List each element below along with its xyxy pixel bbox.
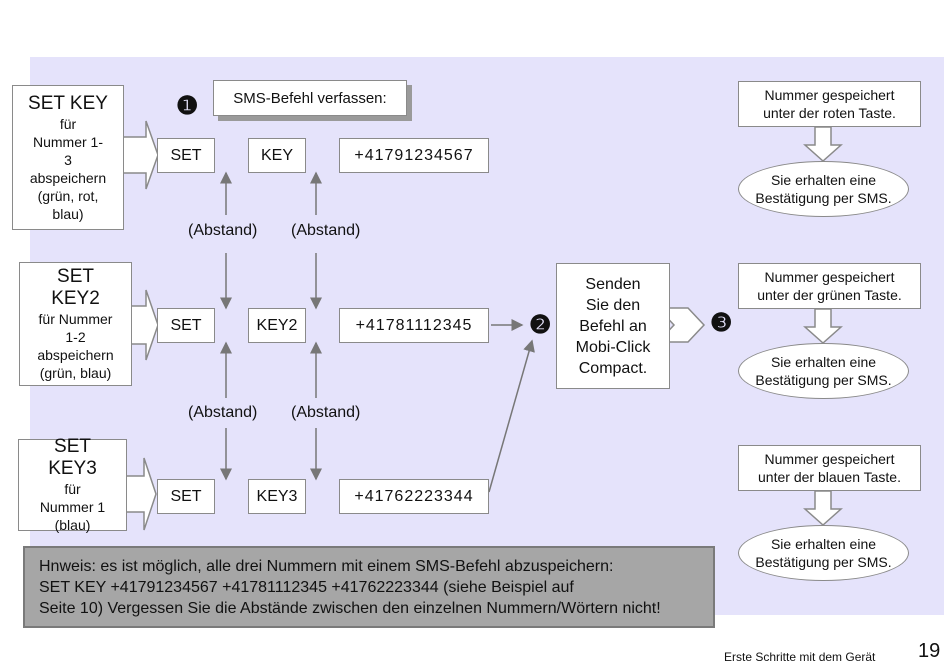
step-2-marker: ❷ (529, 311, 552, 339)
result-red-saved: Nummer gespeichert unter der roten Taste… (738, 81, 921, 127)
page-number: 19 (918, 640, 941, 662)
row1-number: +41791234567 (339, 138, 489, 173)
row3-cmd: SET (157, 479, 215, 514)
hint-box: Hnweis: es ist möglich, alle drei Nummer… (23, 546, 715, 628)
set-key-description: SET KEY für Nummer 1- 3 abspeichern (grü… (12, 85, 124, 230)
down-block-arrow (803, 126, 843, 163)
step-3-marker: ❸ (710, 309, 733, 337)
row2-key: KEY2 (248, 308, 306, 343)
set-key2-title: SET KEY2 (51, 266, 100, 309)
set-key3-title: SET KEY3 (48, 436, 97, 479)
set-key-title: SET KEY (28, 92, 108, 114)
spacing-label: (Abstand) (188, 404, 258, 421)
spacing-label: (Abstand) (291, 404, 361, 421)
set-key2-description: SET KEY2 für Nummer 1-2 abspeichern (grü… (19, 262, 132, 386)
row3-key: KEY3 (248, 479, 306, 514)
result-blue-confirm: Sie erhalten eine Bestätigung per SMS. (738, 525, 909, 581)
block-arrow-row2 (130, 289, 159, 361)
result-red-confirm: Sie erhalten eine Bestätigung per SMS. (738, 161, 909, 217)
spacing-label: (Abstand) (291, 222, 361, 239)
result-green-confirm: Sie erhalten eine Bestätigung per SMS. (738, 343, 909, 399)
compose-label: SMS-Befehl verfassen: (213, 80, 407, 116)
block-arrow-row1 (122, 120, 159, 190)
set-key3-subtitle: für Nummer 1 (blau) (39, 481, 106, 533)
down-block-arrow (803, 490, 843, 527)
row3-number: +41762223344 (339, 479, 489, 514)
row2-number: +41781112345 (339, 308, 489, 343)
down-block-arrow (803, 308, 843, 345)
result-blue-saved: Nummer gespeichert unter der blauen Tast… (738, 445, 921, 491)
send-arrow (488, 339, 535, 493)
row2-cmd: SET (157, 308, 215, 343)
block-arrow-row3 (125, 457, 157, 531)
row1-key: KEY (248, 138, 306, 173)
spacing-label: (Abstand) (188, 222, 258, 239)
send-command-box: Senden Sie den Befehl an Mobi-Click Comp… (556, 263, 670, 389)
row1-cmd: SET (157, 138, 215, 173)
step-1-marker: ❶ (176, 92, 199, 120)
footer-text: Erste Schritte mit dem Gerät (724, 650, 876, 664)
result-green-saved: Nummer gespeichert unter der grünen Tast… (738, 263, 921, 309)
set-key2-subtitle: für Nummer 1-2 abspeichern (grün, blau) (37, 311, 114, 381)
set-key-subtitle: für Nummer 1- 3 abspeichern (grün, rot, … (29, 115, 107, 222)
set-key3-description: SET KEY3 für Nummer 1 (blau) (18, 436, 127, 533)
